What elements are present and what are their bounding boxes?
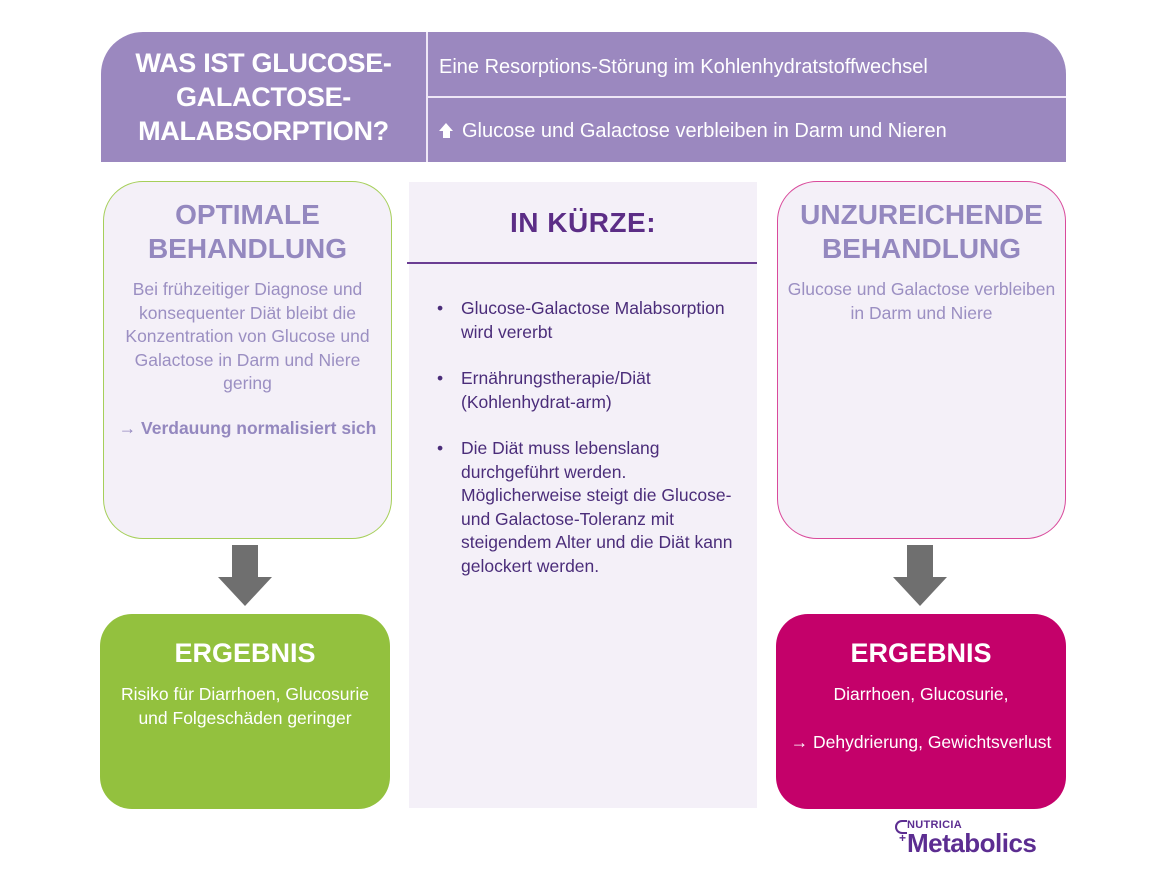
card-title-line: OPTIMALE <box>175 199 320 230</box>
header-title-line: WAS IST GLUCOSE- <box>135 48 392 78</box>
header-banner: WAS IST GLUCOSE- GALACTOSE- MALABSORPTIO… <box>101 32 1066 162</box>
bullet-icon: • <box>437 438 444 458</box>
summary-item-text: Ernährungstherapie/Diät (Kohlenhydrat-ar… <box>461 368 651 412</box>
optimal-treatment-outcome: → Verdauung normalisiert sich <box>118 417 377 438</box>
summary-list-item: • Die Diät muss lebenslang durchgeführt … <box>437 437 747 578</box>
optimal-result-box: ERGEBNIS Risiko für Diarrhoen, Glucosuri… <box>100 614 390 809</box>
summary-item-text: Glucose-Galactose Malabsorption wird ver… <box>461 298 725 342</box>
logo-plus-icon: + <box>899 831 907 845</box>
summary-panel: IN KÜRZE: • Glucose-Galactose Malabsorpt… <box>407 182 757 808</box>
summary-item-text: Die Diät muss lebenslang durchgeführt we… <box>461 438 733 576</box>
header-fact: Glucose und Galactose verbleiben in Darm… <box>439 119 947 143</box>
insufficient-result-text: Diarrhoen, Glucosurie, <box>833 684 1009 704</box>
logo-brand-small: NUTRICIA <box>907 819 962 831</box>
insufficient-result-box: ERGEBNIS Diarrhoen, Glucosurie, → Dehydr… <box>776 614 1066 809</box>
optimal-treatment-card: OPTIMALE BEHANDLUNG Bei frühzeitiger Dia… <box>103 181 392 539</box>
logo-brand-big: Metabolics <box>907 828 1037 858</box>
card-title-line: UNZUREICHENDE <box>800 199 1043 230</box>
header-definition: Eine Resorptions-Störung im Kohlenhydrat… <box>439 56 928 78</box>
header-title-line: GALACTOSE- <box>175 82 351 112</box>
down-arrow-icon <box>893 545 947 607</box>
bullet-icon: • <box>437 298 444 318</box>
header-title: WAS IST GLUCOSE- GALACTOSE- MALABSORPTIO… <box>101 46 426 148</box>
insufficient-result-consequence: → Dehydrierung, Gewichtsverlust <box>790 731 1052 752</box>
optimal-treatment-text: Bei frühzeitiger Diagnose und konsequent… <box>125 279 370 393</box>
summary-list: • Glucose-Galactose Malabsorption wird v… <box>437 297 747 601</box>
insufficient-treatment-card: UNZUREICHENDE BEHANDLUNG Glucose und Gal… <box>777 181 1066 539</box>
down-arrow-icon <box>218 545 272 607</box>
summary-divider <box>407 262 757 264</box>
insufficient-treatment-text: Glucose und Galactose verbleiben in Darm… <box>787 279 1056 323</box>
optimal-result-text: Risiko für Diarrhoen, Glucosurie und Fol… <box>120 684 369 728</box>
header-divider-vertical <box>426 32 428 162</box>
nutricia-metabolics-logo: + NUTRICIA Metabolics <box>893 817 1053 859</box>
card-title-line: BEHANDLUNG <box>821 233 1022 264</box>
header-divider-horizontal <box>428 96 1066 98</box>
header-title-line: MALABSORPTION? <box>138 116 389 146</box>
optimal-treatment-title: OPTIMALE BEHANDLUNG <box>104 198 391 266</box>
summary-list-item: • Ernährungstherapie/Diät (Kohlenhydrat-… <box>437 367 747 414</box>
summary-list-item: • Glucose-Galactose Malabsorption wird v… <box>437 297 747 344</box>
header-fact-text: Glucose und Galactose verbleiben in Darm… <box>462 120 947 142</box>
bullet-icon: • <box>437 368 444 388</box>
up-arrow-icon <box>439 123 454 139</box>
logo-mark-icon <box>895 820 907 834</box>
card-title-line: BEHANDLUNG <box>147 233 348 264</box>
insufficient-treatment-title: UNZUREICHENDE BEHANDLUNG <box>778 198 1065 266</box>
summary-title: IN KÜRZE: <box>509 207 657 238</box>
optimal-result-title: ERGEBNIS <box>174 638 316 668</box>
insufficient-result-title: ERGEBNIS <box>850 638 992 668</box>
